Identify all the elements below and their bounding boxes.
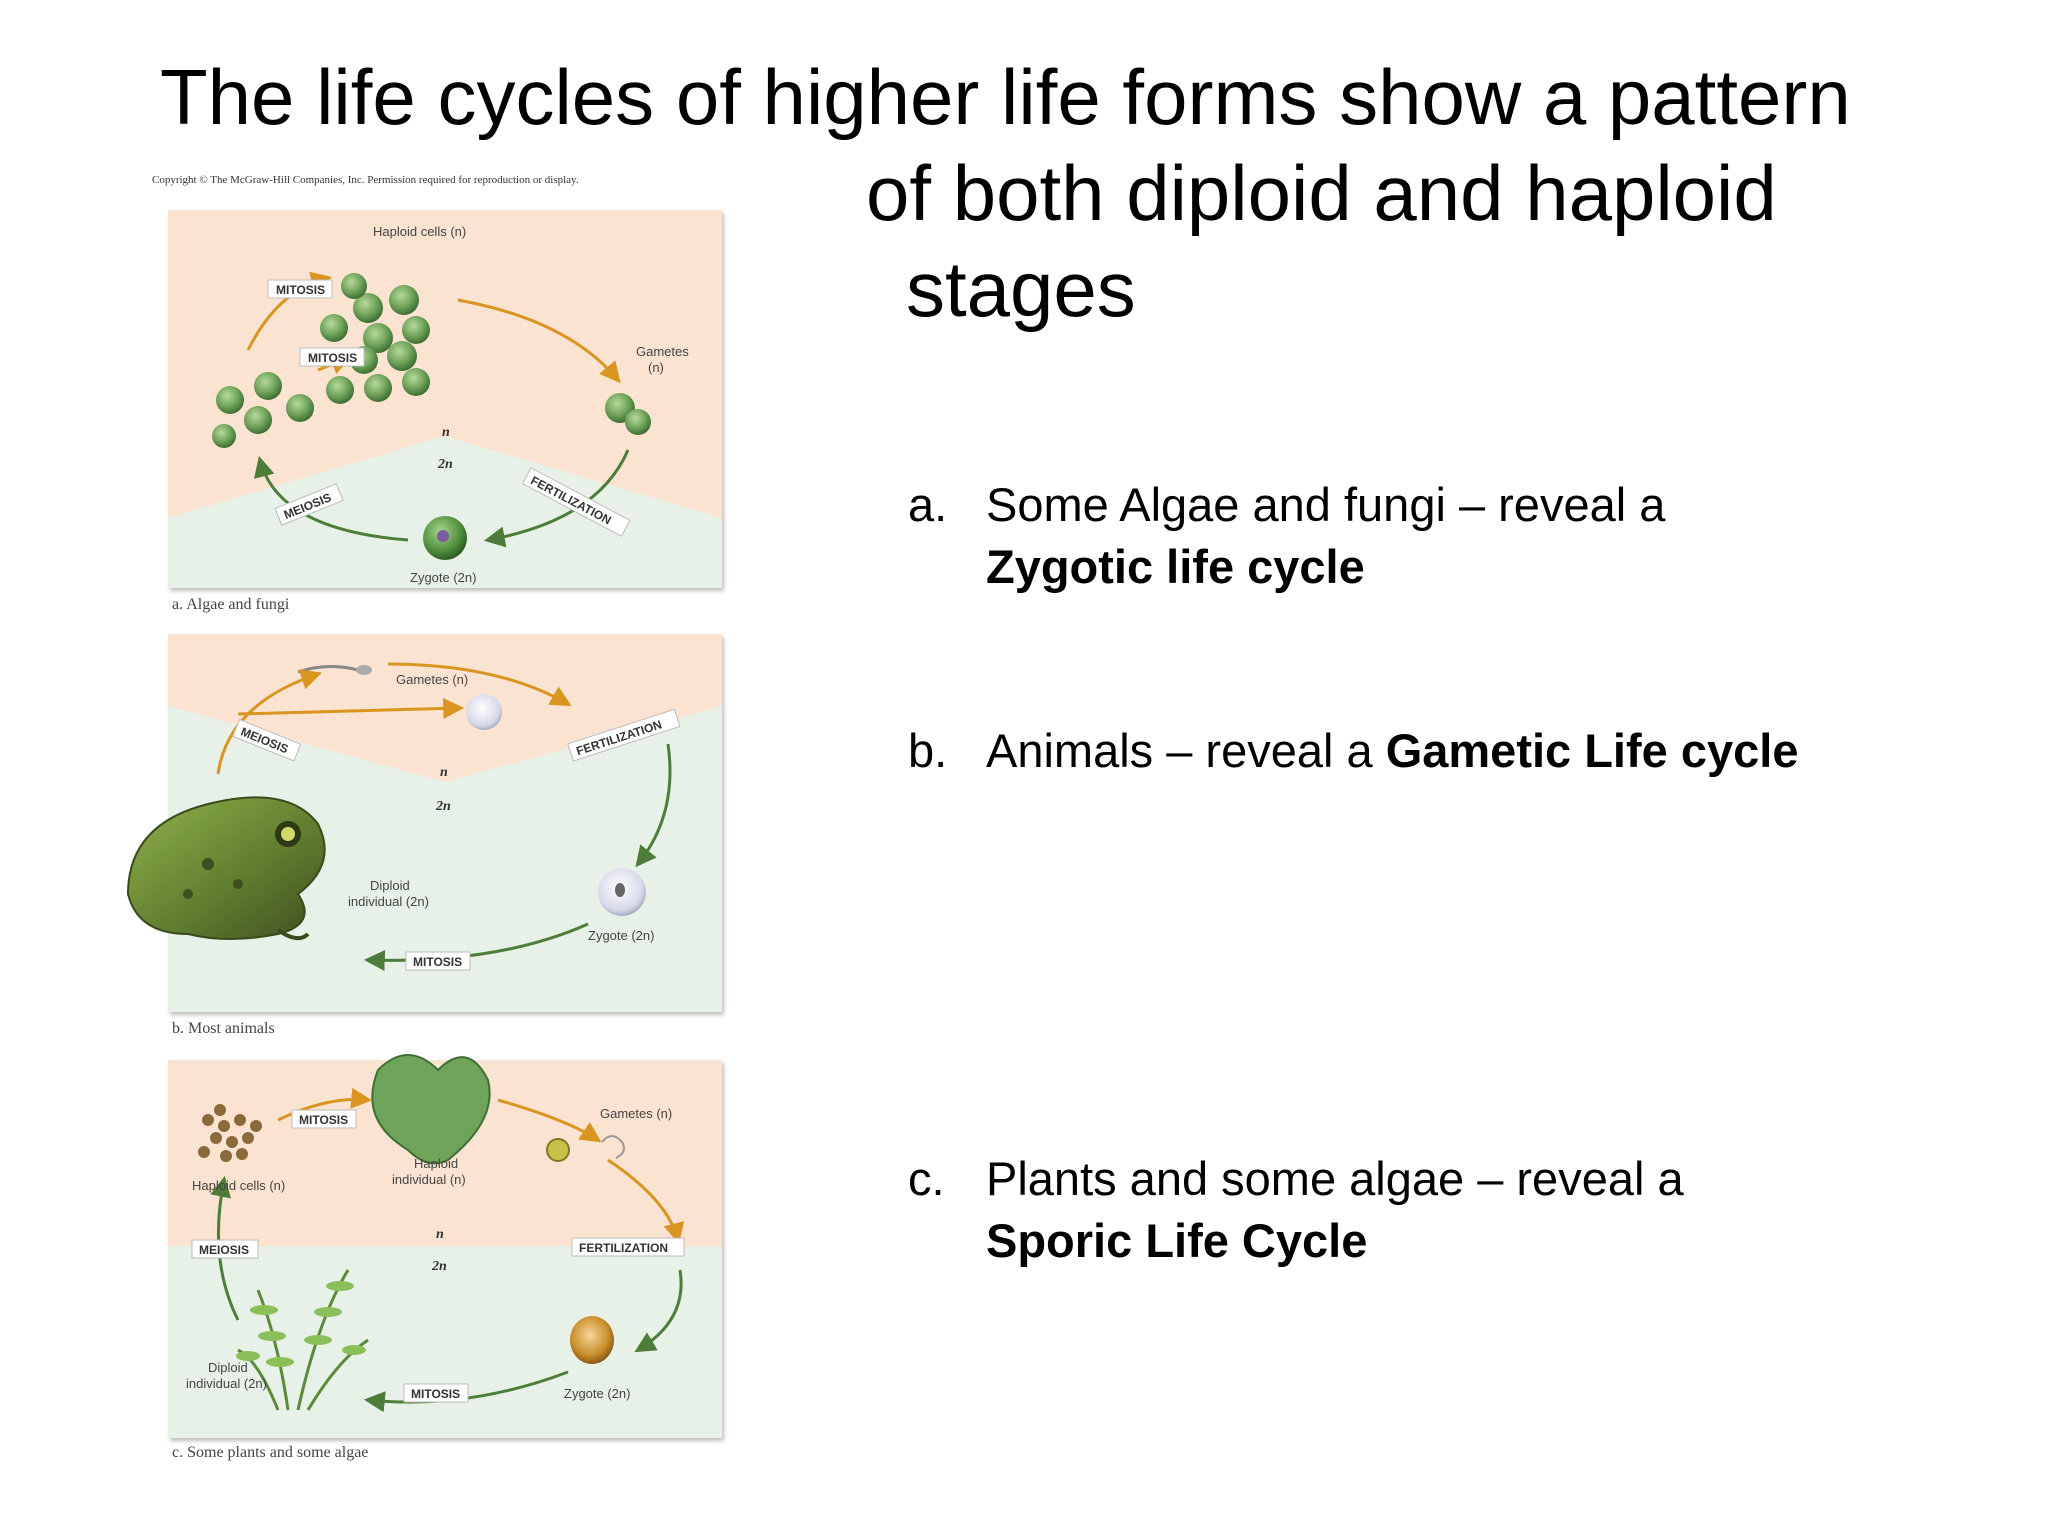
arrow-to-fertilization [607, 1158, 685, 1245]
list-letter: c. [908, 1152, 945, 1205]
panel-most-animals: Gametes (n) MEIOSIS FERTILIZATION n 2n D… [126, 634, 722, 1012]
label-2n: 2n [437, 457, 453, 472]
diploid-region [168, 436, 722, 588]
label-mitosis-1: MITOSIS [276, 283, 325, 297]
label-diploid: Diploid [370, 878, 410, 893]
gametes-cells [605, 393, 651, 435]
slide-title-line-1: The life cycles of higher life forms sho… [160, 53, 1851, 141]
arrow-to-gametes [457, 298, 621, 384]
panel-algae-fungi: Haploid cells (n) MITOSIS MITOSIS Gamete… [168, 210, 722, 588]
label-diploid: Diploid [208, 1360, 248, 1375]
slide-title-line-2: of both diploid and haploid [866, 149, 1777, 237]
list-letter: a. [908, 478, 948, 531]
copyright-notice: Copyright © The McGraw-Hill Companies, I… [152, 174, 579, 186]
list-text-bold: Gametic Life cycle [1385, 724, 1799, 777]
caption-panel-c: c. Some plants and some algae [172, 1444, 369, 1461]
gamete-cell [546, 1138, 570, 1162]
label-mitosis: MITOSIS [413, 955, 462, 969]
label-zygote: Zygote (2n) [410, 570, 476, 585]
label-n: n [440, 765, 448, 780]
arrow-fertilization [634, 1269, 683, 1353]
label-haploid-individual: individual (n) [392, 1172, 466, 1187]
label-2n: 2n [431, 1259, 447, 1274]
label-diploid-individual: individual (2n) [186, 1376, 267, 1391]
caption-panel-a: a. Algae and fungi [172, 596, 290, 613]
arrow-to-gametes [497, 1098, 602, 1143]
label-fertilization: FERTILIZATION [579, 1241, 668, 1255]
list-text-bold: Sporic Life Cycle [986, 1214, 1368, 1267]
sperm-gamete [601, 1135, 625, 1159]
list-text: Plants and some algae – reveal a Sporic … [986, 1148, 1806, 1272]
list-text: Animals – reveal a Gametic Life cycle [986, 720, 1806, 782]
label-haploid-cells: Haploid cells (n) [192, 1178, 285, 1193]
label-gametes-n: (n) [648, 360, 664, 375]
caption-panel-b: b. Most animals [172, 1020, 275, 1037]
zygote-nucleus [615, 883, 625, 897]
panel-plants-algae: MITOSIS Gametes (n) Haploid cells (n) Ha… [168, 1054, 722, 1438]
fern-leaflets [236, 1281, 366, 1367]
list-text: Some Algae and fungi – reveal a Zygotic … [986, 474, 1806, 598]
haploid-spores [198, 1104, 262, 1162]
egg-cell [466, 694, 502, 730]
list-text-bold: Zygotic life cycle [986, 540, 1365, 593]
list-text-regular: Animals – reveal a [986, 724, 1386, 777]
label-zygote: Zygote (2n) [588, 928, 654, 943]
label-n: n [436, 1227, 444, 1242]
list-text-regular: Plants and some algae – reveal a [986, 1152, 1684, 1205]
label-haploid: Haploid [414, 1156, 458, 1171]
label-n: n [442, 425, 450, 440]
label-mitosis-top: MITOSIS [299, 1113, 348, 1127]
heart-gametophyte [371, 1054, 491, 1165]
zygote-cell [570, 1316, 614, 1364]
label-diploid-individual: individual (2n) [348, 894, 429, 909]
label-gametes: Gametes (n) [396, 672, 468, 687]
label-2n: 2n [435, 799, 451, 814]
label-mitosis-bottom: MITOSIS [411, 1387, 460, 1401]
label-mitosis-2: MITOSIS [308, 351, 357, 365]
zygote-nucleus [437, 530, 449, 542]
arrow-mitosis [363, 922, 589, 972]
list-text-regular: Some Algae and fungi – reveal a [986, 478, 1666, 531]
arrow-to-fertilization [387, 662, 572, 707]
arrow-fertilization [635, 743, 672, 868]
arrow-gametes [237, 697, 465, 719]
list-letter: b. [908, 724, 948, 777]
label-gametes: Gametes (n) [600, 1106, 672, 1121]
sperm-head [356, 665, 372, 675]
diploid-region [168, 1246, 722, 1438]
label-haploid-cells: Haploid cells (n) [373, 224, 466, 239]
arrow-mitosis-top [277, 1087, 373, 1122]
slide-title-line-3: stages [906, 245, 1136, 333]
label-gametes: Gametes [636, 344, 689, 359]
label-meiosis: MEIOSIS [199, 1243, 249, 1257]
label-zygote: Zygote (2n) [564, 1386, 630, 1401]
frog-illustration [126, 796, 326, 941]
